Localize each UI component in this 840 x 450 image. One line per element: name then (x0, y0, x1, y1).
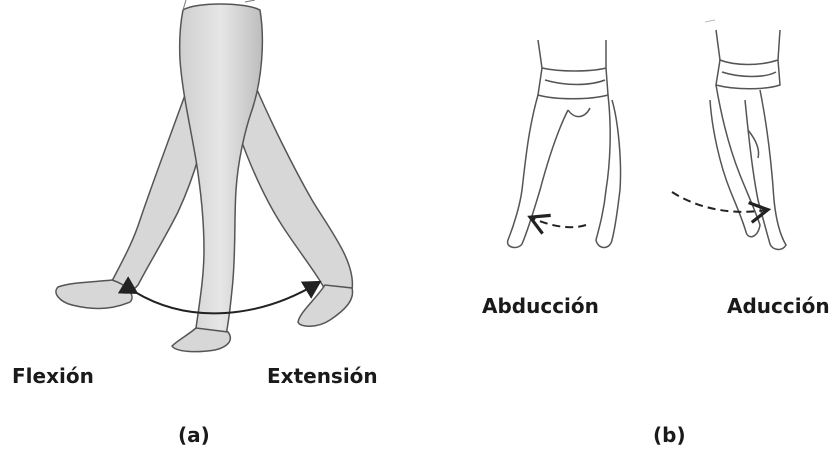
faint-mark (705, 20, 715, 22)
adduction-label: Aducción (727, 296, 830, 316)
caption-a: (a) (178, 425, 210, 445)
flexion-label: Flexión (12, 366, 94, 386)
extension-label: Extensión (267, 366, 378, 386)
abduction-figure (508, 40, 621, 248)
abduction-arrow (532, 218, 586, 227)
adduction-figure (710, 30, 786, 249)
abduction-label: Abducción (482, 296, 599, 316)
caption-b: (b) (653, 425, 686, 445)
